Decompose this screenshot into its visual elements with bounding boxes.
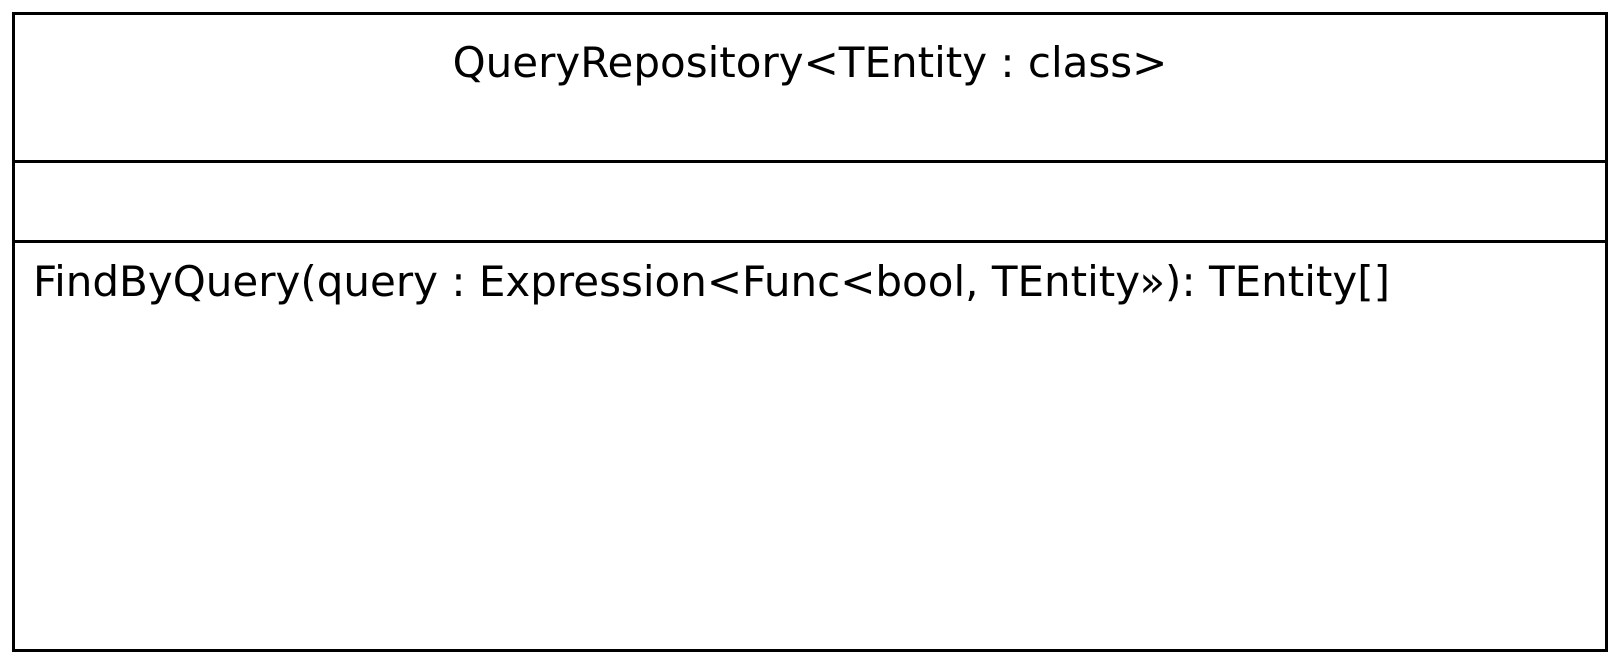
operation-find-by-query: FindByQuery(query : Expression<Func<bool… (33, 257, 1390, 306)
attributes-compartment (15, 163, 1605, 243)
class-name-compartment: QueryRepository<TEntity : class> (15, 15, 1605, 163)
operations-compartment: FindByQuery(query : Expression<Func<bool… (15, 243, 1605, 649)
class-name: QueryRepository<TEntity : class> (452, 38, 1168, 87)
uml-class-box[interactable]: QueryRepository<TEntity : class> FindByQ… (12, 12, 1608, 652)
